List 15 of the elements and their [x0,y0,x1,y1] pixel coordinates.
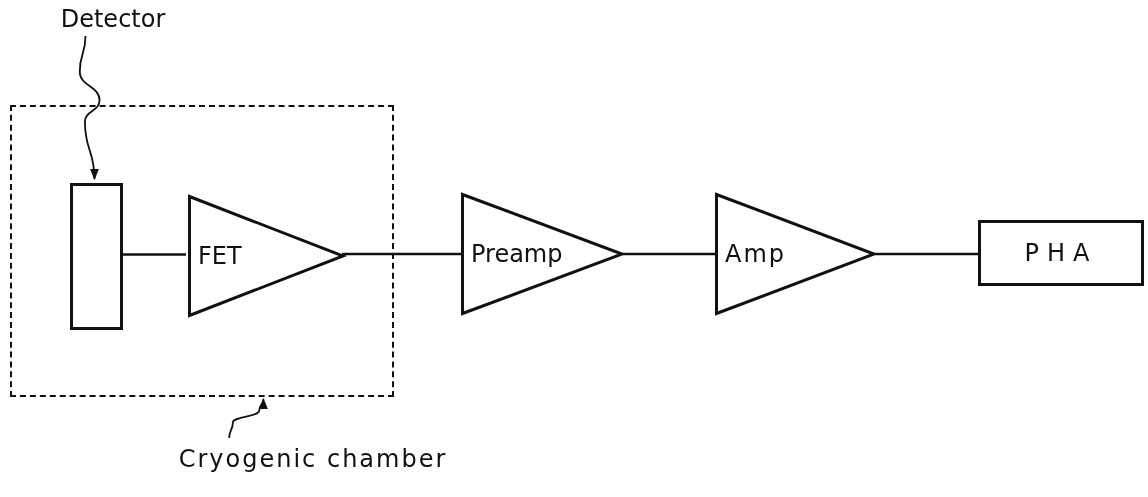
connector-line [623,252,715,256]
block-label: FET [198,242,242,270]
connector-line [121,253,186,256]
leader-line [228,397,268,439]
process-box [978,220,1144,286]
leader-line [78,35,101,181]
detector-box [70,183,123,330]
block-label: PHA [1024,239,1098,267]
block-label: Amp [725,240,787,268]
block-label: Preamp [471,240,563,268]
connector-line [875,252,978,256]
callout-label: Detector [60,5,166,33]
chamber-outline [10,105,394,397]
connector-line [342,252,461,256]
callout-label: Cryogenic chamber [178,445,448,473]
